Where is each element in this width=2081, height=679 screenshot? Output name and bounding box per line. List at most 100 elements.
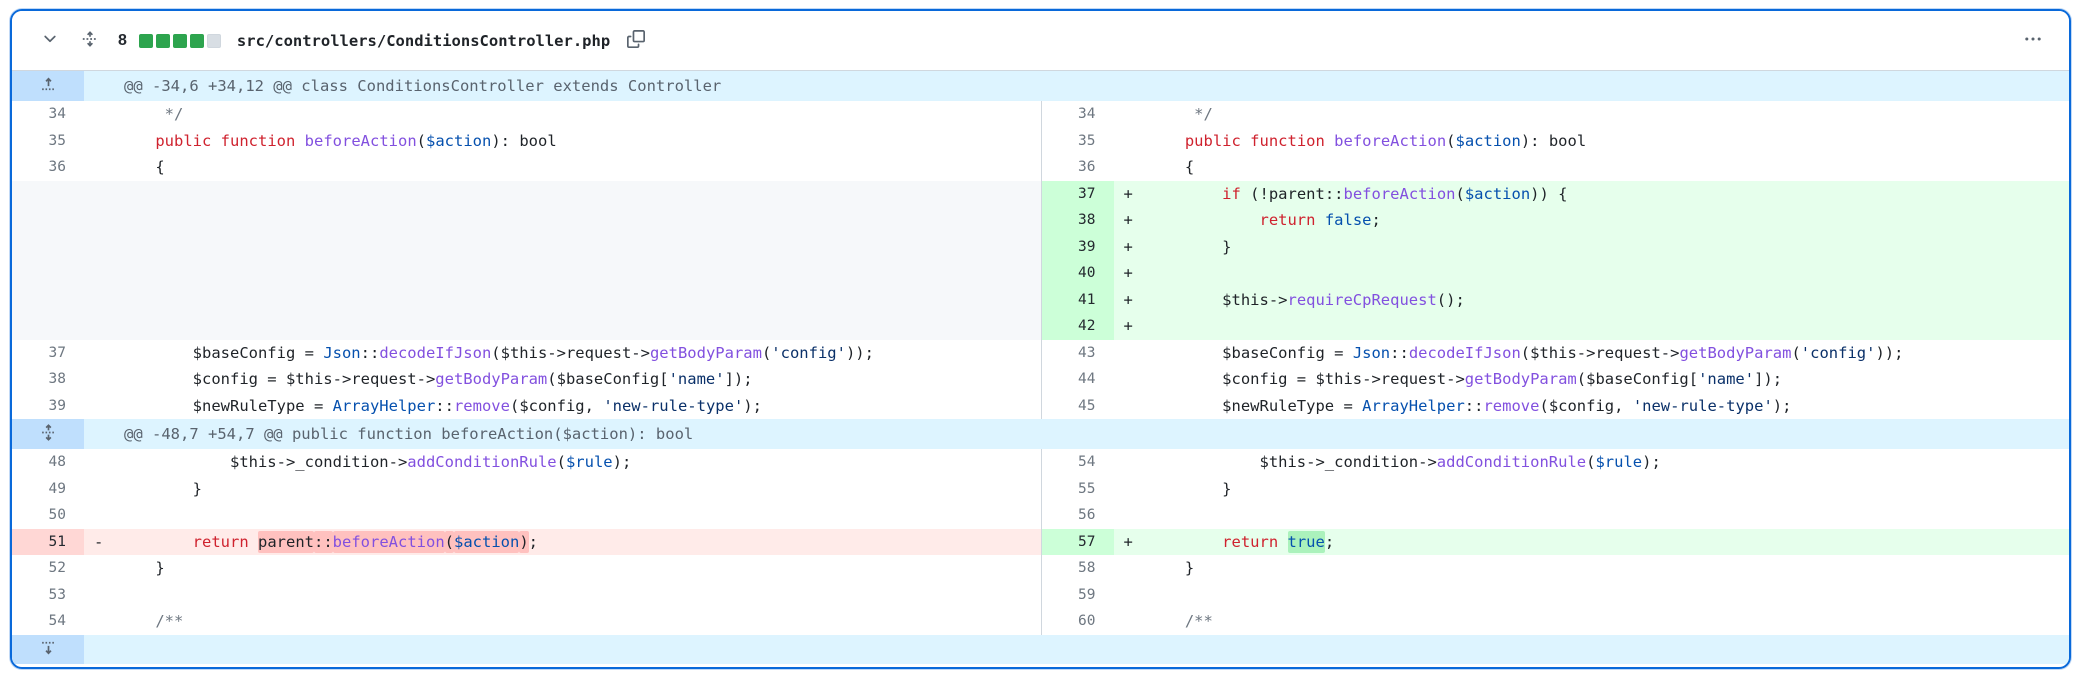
line-number[interactable]: 54 bbox=[1078, 454, 1096, 470]
code-line: $this->_condition->addConditionRule($rul… bbox=[1148, 449, 2070, 476]
code-token: ( bbox=[761, 343, 772, 362]
diff-marker bbox=[84, 340, 118, 367]
line-number[interactable]: 36 bbox=[1078, 159, 1096, 175]
line-number[interactable]: 51 bbox=[12, 528, 84, 555]
diffstat-addition-square bbox=[155, 33, 170, 48]
code-token: )) { bbox=[1530, 184, 1568, 203]
collapse-file-button[interactable] bbox=[36, 27, 64, 55]
code-token: 'config' bbox=[1800, 343, 1876, 362]
copy-path-button[interactable] bbox=[622, 27, 650, 55]
code-token: /** bbox=[118, 612, 184, 630]
code-token: ( bbox=[1539, 396, 1549, 415]
code-line: } bbox=[118, 476, 1041, 503]
code-token: $newRuleType = bbox=[118, 396, 333, 415]
code-token: return bbox=[192, 532, 249, 551]
hunk-header-text: @@ -34,6 +34,12 @@ class ConditionsContr… bbox=[124, 76, 722, 95]
line-number[interactable]: 39 bbox=[1041, 233, 1114, 260]
line-number[interactable]: 40 bbox=[1041, 260, 1114, 287]
code-token: */ bbox=[118, 105, 184, 123]
line-number[interactable]: 42 bbox=[1041, 313, 1114, 340]
code-line: /** bbox=[1148, 608, 2070, 635]
unfold-all-button[interactable] bbox=[76, 27, 104, 55]
expand-up-button[interactable] bbox=[12, 71, 84, 101]
line-number[interactable]: 45 bbox=[1078, 397, 1096, 414]
changed-lines-count: 8 bbox=[118, 31, 127, 49]
diff-marker bbox=[1114, 101, 1148, 128]
code-line: return true; bbox=[1148, 529, 2070, 556]
code-token: $this->_condition-> bbox=[1147, 453, 1437, 471]
line-number[interactable]: 60 bbox=[1078, 613, 1096, 629]
line-number[interactable]: 54 bbox=[48, 613, 66, 629]
line-number[interactable]: 37 bbox=[48, 344, 66, 361]
line-number[interactable]: 38 bbox=[1041, 207, 1114, 234]
diff-code-row: 51- return parent::beforeAction($action)… bbox=[12, 528, 2070, 556]
line-number[interactable]: 39 bbox=[48, 397, 66, 414]
line-number[interactable]: 37 bbox=[1041, 180, 1114, 207]
code-token: ); bbox=[743, 396, 762, 415]
file-path[interactable]: src/controllers/ConditionsController.php bbox=[236, 31, 611, 50]
line-number[interactable]: 36 bbox=[48, 159, 66, 175]
code-token: $action bbox=[1464, 184, 1531, 203]
code-token: requireCpRequest bbox=[1287, 290, 1437, 309]
diff-cell-right-ctx: 35 public function beforeAction($action)… bbox=[1040, 127, 2069, 154]
diff-code-row: 38 $config = $this->request->getBodyPara… bbox=[12, 366, 2069, 393]
expand-updown-button[interactable] bbox=[12, 419, 84, 449]
code-token: return bbox=[1259, 211, 1316, 229]
diffstat-squares bbox=[138, 33, 221, 48]
code-token: ArrayHelper bbox=[332, 396, 436, 415]
line-number[interactable]: 34 bbox=[48, 106, 66, 122]
code-line bbox=[118, 287, 1041, 314]
code-line: /** bbox=[118, 608, 1041, 635]
diff-cell-right-add: 57+ return true; bbox=[1040, 528, 2070, 556]
line-number[interactable]: 59 bbox=[1078, 586, 1096, 603]
line-number[interactable]: 56 bbox=[1078, 507, 1096, 523]
line-number[interactable]: 38 bbox=[48, 371, 66, 387]
line-number[interactable]: 52 bbox=[48, 560, 66, 576]
line-number[interactable]: 55 bbox=[1078, 480, 1096, 497]
code-line bbox=[1148, 582, 2070, 609]
line-number[interactable]: 49 bbox=[48, 480, 66, 497]
diff-cell-left-empty bbox=[12, 180, 1041, 207]
line-number[interactable]: 34 bbox=[1078, 106, 1096, 122]
line-number[interactable]: 44 bbox=[1078, 371, 1096, 387]
code-token: getBodyParam bbox=[1464, 370, 1577, 388]
code-token: ( bbox=[491, 343, 501, 362]
code-token: ; bbox=[1324, 532, 1335, 551]
line-number[interactable]: 57 bbox=[1041, 528, 1114, 555]
code-token: :: bbox=[1324, 184, 1344, 203]
diff-marker bbox=[84, 154, 118, 181]
line-number[interactable]: 35 bbox=[1078, 132, 1096, 149]
code-token: $config, bbox=[519, 396, 604, 415]
line-number[interactable]: 58 bbox=[1078, 560, 1096, 576]
line-number[interactable]: 43 bbox=[1078, 344, 1096, 361]
code-token: Json bbox=[1352, 343, 1391, 362]
code-token: :: bbox=[1464, 396, 1484, 415]
diff-marker: + bbox=[1123, 317, 1133, 335]
file-options-button[interactable] bbox=[2019, 27, 2047, 55]
diff-cell-right-add: 42 + bbox=[1040, 313, 2069, 340]
code-line: public function beforeAction($action): b… bbox=[118, 128, 1041, 155]
code-token: ( bbox=[1520, 343, 1531, 362]
line-number[interactable]: 41 bbox=[1041, 286, 1114, 313]
code-line: if (!parent::beforeAction($action)) { bbox=[1148, 181, 2070, 208]
word-diff-highlight: beforeAction bbox=[332, 530, 445, 553]
code-token: bool bbox=[1548, 131, 1587, 150]
line-number[interactable]: 50 bbox=[48, 507, 66, 523]
code-token: ( bbox=[1586, 453, 1596, 471]
expand-down-button[interactable] bbox=[12, 634, 84, 664]
code-token bbox=[1148, 132, 1185, 150]
hunk-header-text: @@ -48,7 +54,7 @@ public function before… bbox=[124, 424, 694, 443]
code-token: ( bbox=[1791, 343, 1801, 362]
line-number[interactable]: 53 bbox=[48, 586, 66, 603]
code-line bbox=[118, 502, 1041, 529]
code-line bbox=[118, 313, 1041, 340]
diff-cell-left-ctx: 38 $config = $this->request->getBodyPara… bbox=[12, 366, 1041, 393]
code-token: 'name' bbox=[1698, 370, 1755, 388]
diff-cell-right-add: 38+ return false; bbox=[1040, 207, 2069, 234]
code-line: $config = $this->request->getBodyParam($… bbox=[1148, 366, 2070, 393]
line-number[interactable]: 35 bbox=[48, 132, 66, 149]
diff-cell-left-ctx: 39 $newRuleType = ArrayHelper::remove($c… bbox=[12, 392, 1041, 419]
code-line: $baseConfig = Json::decodeIfJson($this->… bbox=[1148, 340, 2070, 367]
code-token: Json bbox=[323, 343, 361, 362]
line-number[interactable]: 48 bbox=[48, 454, 66, 470]
